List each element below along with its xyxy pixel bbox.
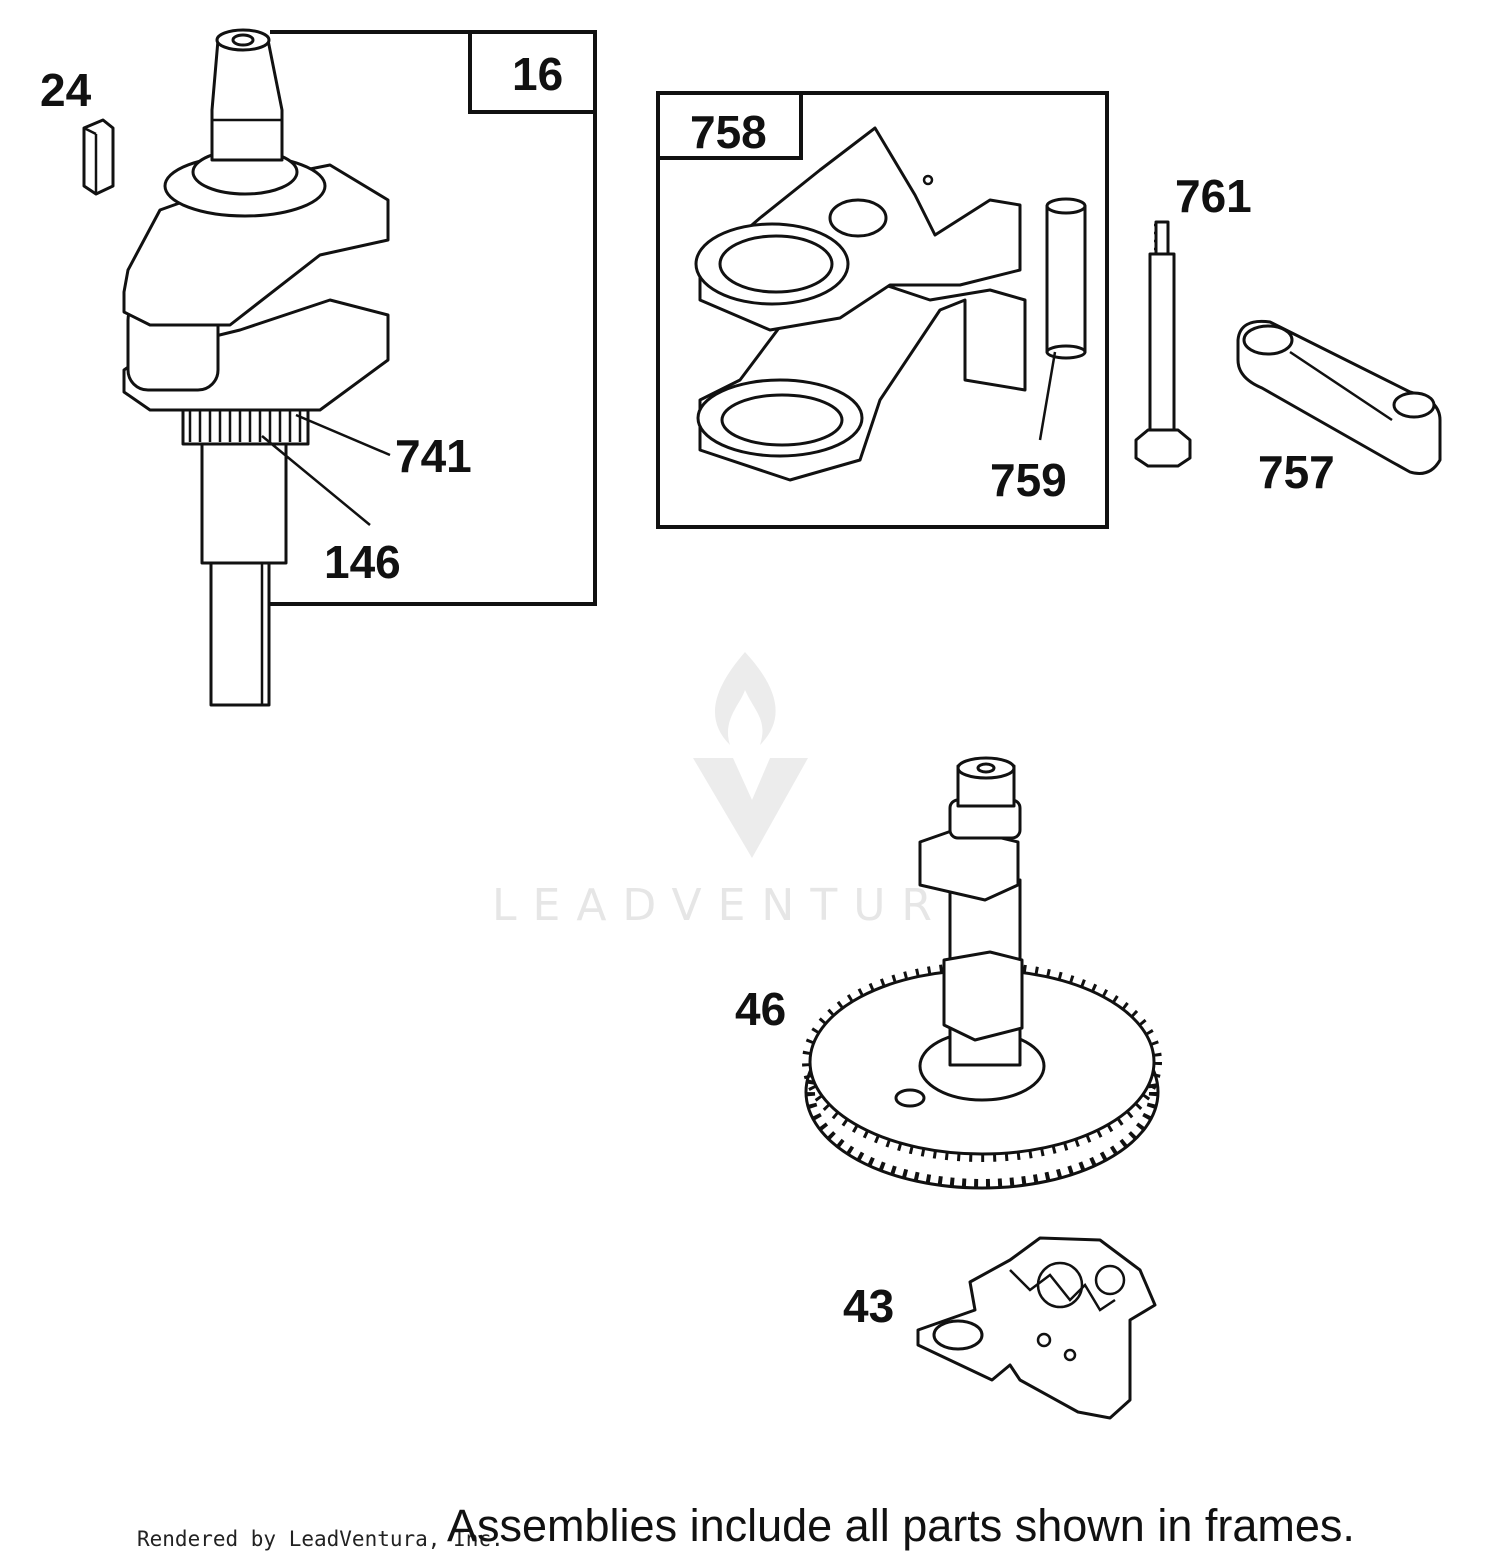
link-part	[1236, 319, 1442, 475]
pin-part	[1045, 197, 1087, 360]
leader-741	[295, 413, 391, 457]
label-758: 758	[690, 106, 767, 158]
watermark-logo: LEADVENTURE	[492, 652, 992, 931]
governor-part	[916, 1236, 1157, 1420]
leader-759	[1038, 351, 1057, 441]
lever-frame	[656, 91, 1109, 529]
camshaft-gear-part	[802, 756, 1162, 1190]
label-146: 146	[324, 536, 401, 588]
label-43: 43	[843, 1280, 894, 1332]
crankshaft-frame	[270, 30, 597, 606]
footer-credit: Rendered by LeadVentura, Inc.	[137, 1527, 504, 1551]
key-part	[82, 118, 115, 196]
label-46: 46	[735, 983, 786, 1035]
lever-bracket-part	[694, 126, 1027, 482]
bolt-part	[1134, 220, 1192, 468]
label-757: 757	[1258, 446, 1335, 498]
crankshaft-part	[122, 28, 390, 707]
watermark-text: LEADVENTURE	[492, 880, 992, 931]
label-761: 761	[1175, 170, 1252, 222]
label-741: 741	[395, 430, 472, 482]
label-16: 16	[512, 48, 563, 100]
label-24: 24	[40, 64, 92, 116]
footer-note: Assemblies include all parts shown in fr…	[447, 1500, 1355, 1551]
leader-146	[261, 435, 371, 526]
label-759: 759	[990, 454, 1067, 506]
